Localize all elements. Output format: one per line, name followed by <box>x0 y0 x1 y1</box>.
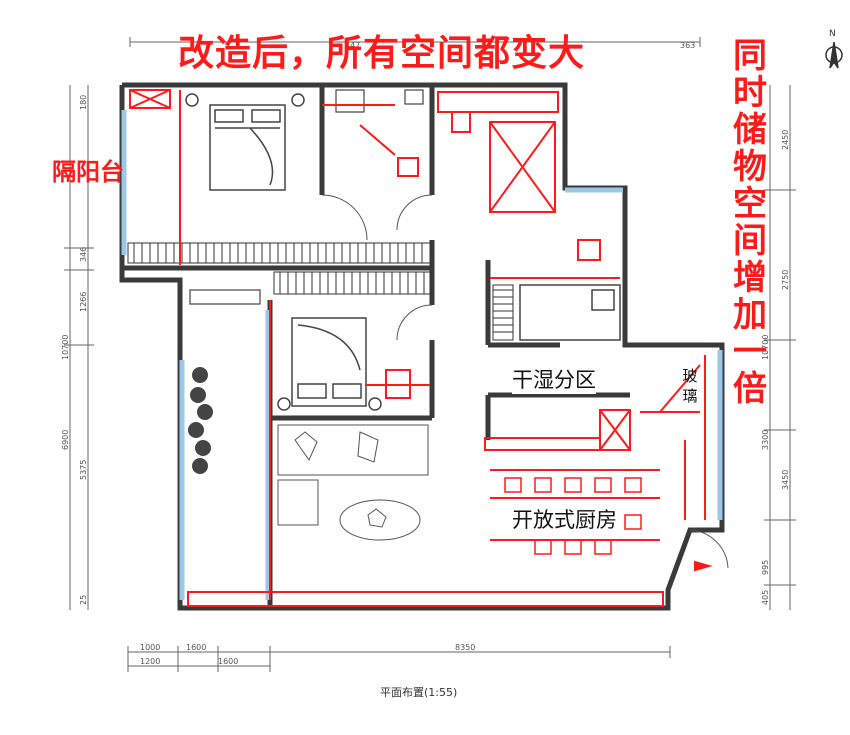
dimension-texts: 447 363 1000 1600 8350 1200 1600 10700 1… <box>61 41 790 666</box>
dim-left-5: 5375 <box>79 460 88 480</box>
plan-caption: 平面布置(1:55) <box>380 686 458 699</box>
living-furniture <box>277 424 429 541</box>
dim-right-2: 2750 <box>781 270 790 290</box>
plant <box>190 387 206 403</box>
plant <box>192 367 208 383</box>
dim-bottom-5: 1600 <box>218 657 238 666</box>
compass-north: N <box>829 29 836 39</box>
storage-hatching <box>133 243 513 333</box>
plant <box>197 404 213 420</box>
open-kitchen-label: 开放式厨房 <box>512 504 617 534</box>
plant <box>195 440 211 456</box>
dim-top-2: 363 <box>680 41 695 50</box>
dimension-lines <box>64 37 796 672</box>
compass <box>825 41 843 69</box>
dim-bottom-3: 8350 <box>455 643 475 652</box>
dim-right-5: 3450 <box>781 470 790 490</box>
chair <box>564 477 582 493</box>
dim-left-3: 1266 <box>79 292 88 312</box>
dim-left-1: 180 <box>79 95 88 110</box>
dim-bottom-2: 1600 <box>186 643 206 652</box>
dim-left-4: 6900 <box>61 430 70 450</box>
dim-right-6: 995 <box>761 560 770 575</box>
dim-bottom-4: 1200 <box>140 657 160 666</box>
third-bed <box>519 284 621 341</box>
chair <box>624 477 642 493</box>
second-bed <box>277 317 382 411</box>
chair <box>564 539 582 555</box>
chair <box>504 477 522 493</box>
chair <box>594 477 612 493</box>
storage-note: 同时储物空间增加一倍 <box>733 36 767 409</box>
dim-bottom-1: 1000 <box>140 643 160 652</box>
headline: 改造后，所有空间都变大 <box>178 33 586 74</box>
chair <box>624 514 642 530</box>
dim-left-2: 346 <box>79 247 88 262</box>
balcony-plants <box>188 367 213 474</box>
plant <box>188 422 204 438</box>
bathroom-fixtures <box>189 89 424 305</box>
dim-right-7: 405 <box>761 590 770 605</box>
dim-right-3: 10700 <box>761 335 770 360</box>
chair <box>534 477 552 493</box>
chair <box>594 539 612 555</box>
dim-right-1: 2450 <box>781 130 790 150</box>
glass-label: 玻璃 <box>682 367 698 405</box>
balcony-label: 隔阳台 <box>52 158 124 186</box>
windows <box>121 110 723 600</box>
chair <box>534 539 552 555</box>
dim-left-outer: 10700 <box>61 335 70 360</box>
dim-right-4: 3300 <box>761 430 770 450</box>
renovation-marks <box>129 89 713 607</box>
dim-top-1: 447 <box>345 41 360 50</box>
dim-left-6: 25 <box>79 595 88 605</box>
master-bed <box>185 93 305 191</box>
dry-wet-zone-label: 干湿分区 <box>512 364 596 394</box>
door-swings <box>321 194 729 569</box>
plant <box>192 458 208 474</box>
